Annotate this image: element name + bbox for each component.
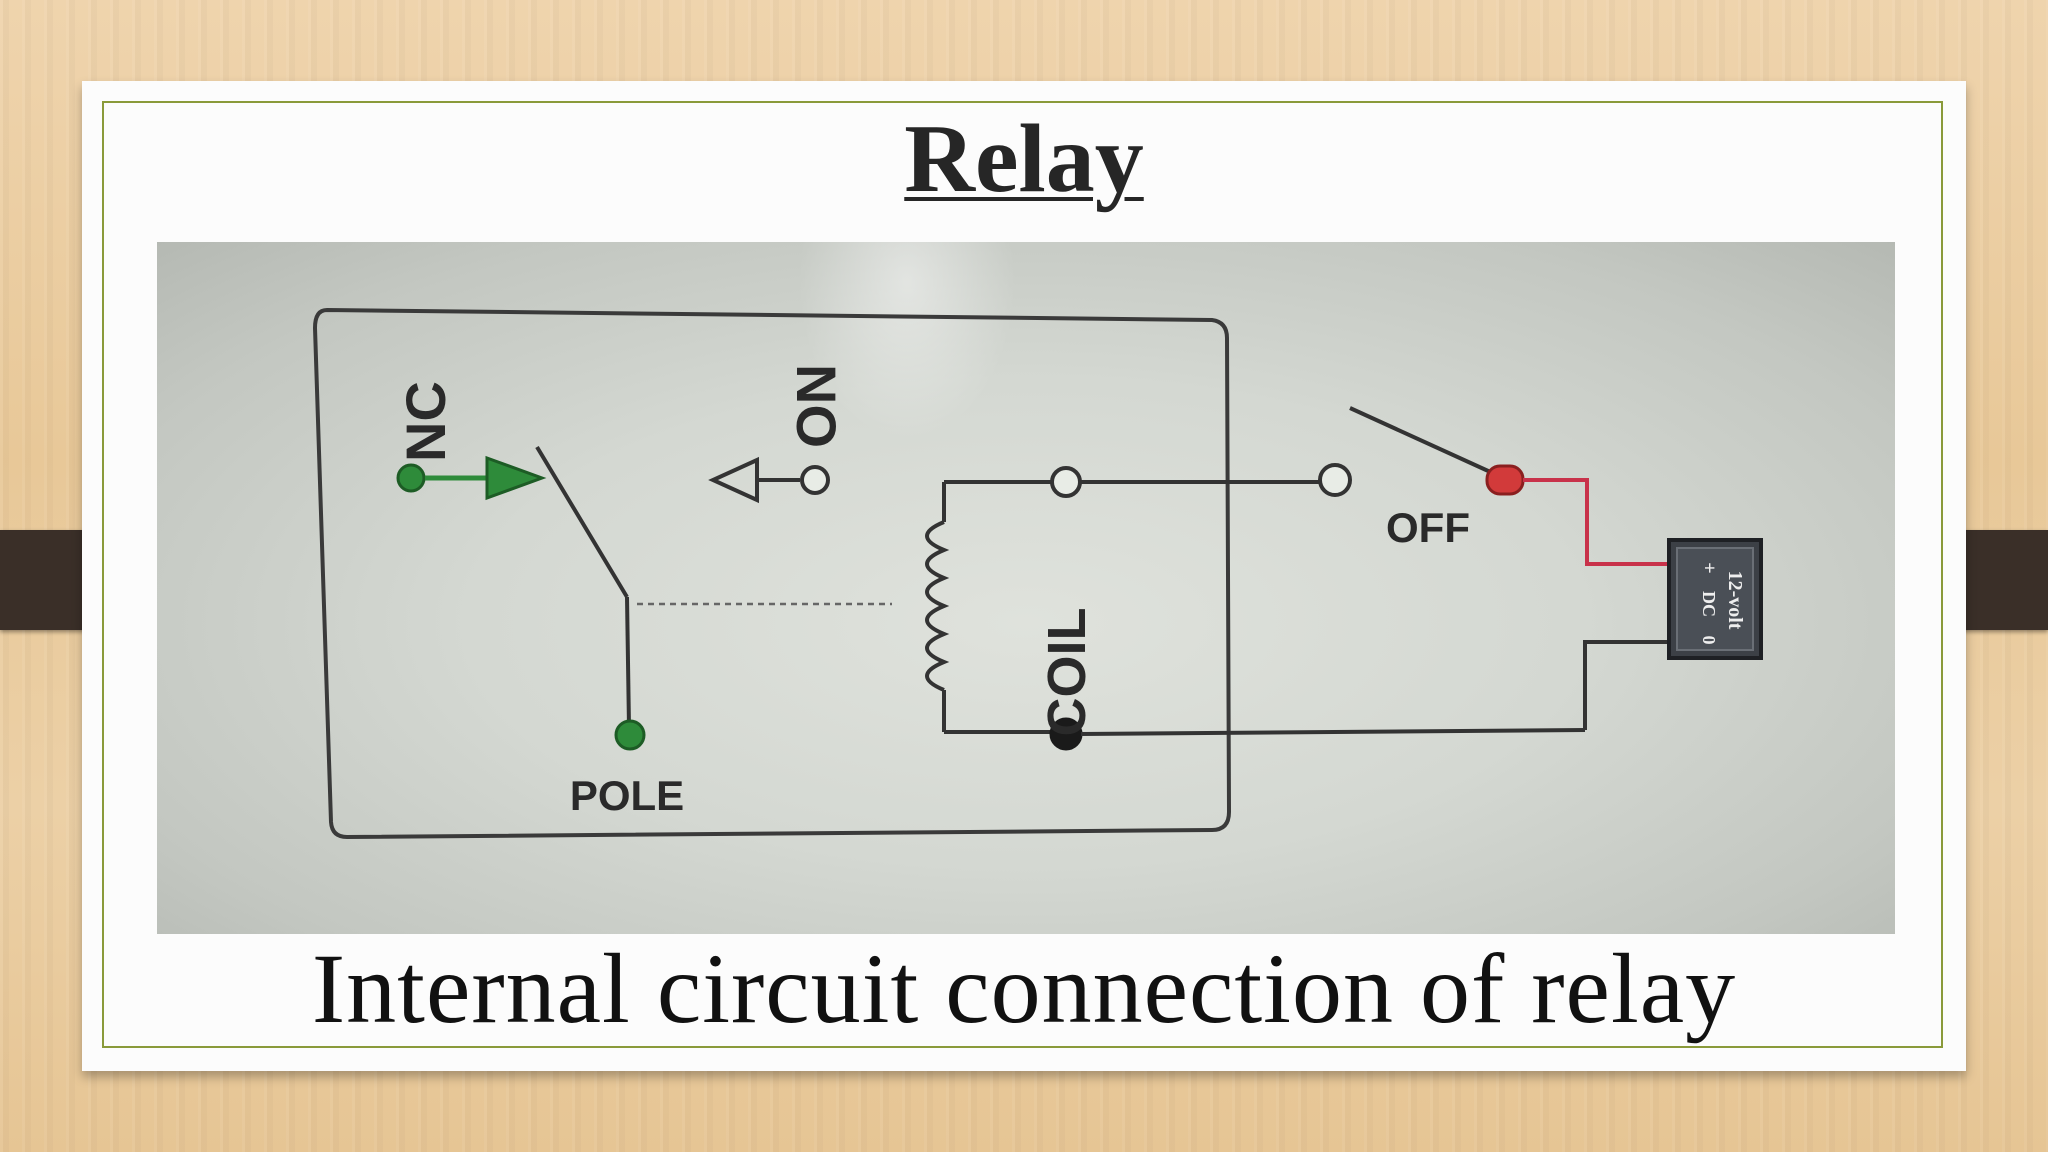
nc-terminal [396,463,426,493]
negative-wire [1583,640,1669,730]
no-label: NO [785,364,848,448]
slide-border [102,101,1943,1048]
off-switch-lever [1349,406,1498,477]
coil-label: COIL [1037,608,1097,737]
no-terminal [800,465,830,495]
bottom-return-wire [1080,728,1586,736]
pole-label: POLE [570,772,684,819]
off-label: OFF [1386,504,1470,551]
battery-inner [1676,547,1754,651]
nc-arrow [485,455,547,501]
relay-housing [312,307,1232,840]
relay-circuit-diagram: NC NO COIL POLE OFF + DC 0 12-volt [312,307,1763,840]
no-arrow [708,456,759,504]
coil-terminal-top [1050,466,1082,498]
switch-arm [535,445,629,599]
coil-winding [925,520,950,692]
battery-dc-label: DC [1699,591,1719,617]
pole-lead [625,596,631,728]
slide-title: Relay [904,105,1144,213]
battery-plus-label: + [1698,562,1720,573]
pole-terminal [614,719,646,751]
screen-glare [797,242,1017,442]
switch-terminal-red [1485,464,1525,496]
battery-volt-label: 12-volt [1724,571,1746,630]
red-positive-wire [1523,478,1669,566]
switch-terminal-left [1318,463,1352,497]
relay-circuit-photo: NC NO COIL POLE OFF + DC 0 12-volt [157,242,1895,934]
slide-caption: Internal circuit connection of relay [311,933,1737,1044]
nc-label: NC [394,381,457,462]
battery-zero-label: 0 [1699,636,1719,645]
